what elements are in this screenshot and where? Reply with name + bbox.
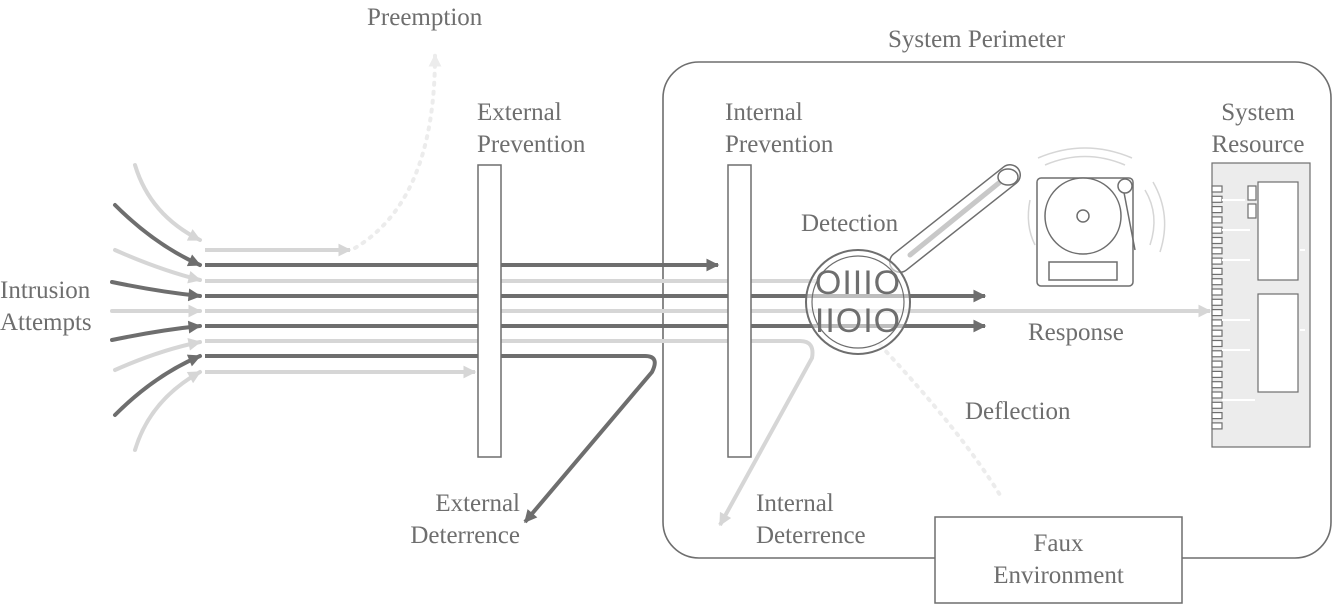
memory-chip-icon (1211, 162, 1311, 448)
external-deterrence-label: External Deterrence (388, 488, 520, 552)
faux-environment-box (934, 516, 1183, 604)
magnifying-glass-icon: OIIIO IIOIO (805, 164, 1021, 355)
intrusion-attempts-label: Intrusion Attempts (0, 275, 92, 339)
response-label: Response (1028, 319, 1124, 346)
detection-label: Detection (801, 210, 899, 237)
system-resource-line-1: System (1221, 99, 1295, 126)
external-prevention-line-1: External (477, 99, 562, 126)
intrusion-arrows (110, 163, 202, 452)
internal-prevention-label: Internal Prevention (725, 97, 833, 161)
deflection-label: Deflection (965, 398, 1071, 425)
alarm-bell-icon (1027, 147, 1166, 287)
external-prevention-label: External Prevention (477, 97, 585, 161)
intrusion-attempts-line-1: Intrusion (0, 277, 91, 304)
internal-prevention-line-1: Internal (725, 99, 803, 126)
faux-environment-line-2: Environment (993, 562, 1124, 589)
internal-prevention-line-2: Prevention (725, 131, 834, 158)
internal-deterrence-line-2: Deterrence (756, 522, 866, 549)
faux-environment-label: Faux Environment (935, 528, 1182, 592)
external-deterrence-line-1: External (435, 490, 520, 517)
internal-deterrence-line-1: Internal (756, 490, 834, 517)
binary-row-1: OIIIO (815, 264, 901, 302)
internal-deterrence-label: Internal Deterrence (756, 488, 866, 552)
external-deterrence-line-2: Deterrence (410, 522, 520, 549)
binary-row-2: IIOIO (815, 302, 901, 340)
external-prevention-line-2: Prevention (477, 131, 586, 158)
system-resource-line-2: Resource (1211, 131, 1305, 158)
external-prevention-wall (477, 164, 502, 458)
flow-lines (205, 243, 1212, 527)
faux-environment-line-1: Faux (1033, 530, 1084, 557)
intrusion-attempts-line-2: Attempts (0, 309, 92, 336)
system-perimeter-label: System Perimeter (888, 26, 1066, 53)
system-resource-label: System Resource (1198, 97, 1318, 161)
preemption-arrow (353, 53, 442, 250)
internal-prevention-wall (727, 164, 752, 458)
preemption-label: Preemption (367, 4, 483, 31)
